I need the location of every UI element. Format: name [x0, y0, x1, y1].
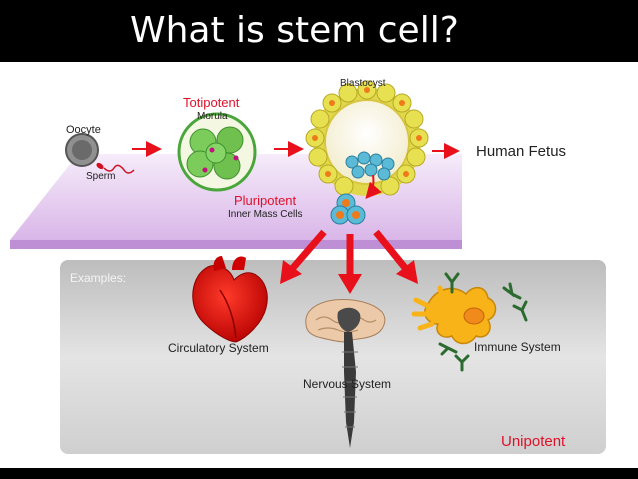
inner-mass-cells [330, 193, 366, 225]
morula-cell [177, 112, 257, 192]
arrow-blastocyst-to-inner-mass [365, 174, 382, 200]
totipotent-label: Totipotent [183, 95, 240, 110]
blastocyst-label: Blastocyst [340, 78, 386, 89]
examples-label: Examples: [70, 271, 126, 285]
sperm-cell [96, 162, 135, 174]
oocyte-cell [65, 133, 99, 167]
antibody-icons [438, 272, 528, 372]
title-bar: What is stem cell? [0, 0, 638, 62]
arrow-to-immune [373, 229, 418, 284]
stem-cell-diagram: Oocyte Sperm Totipotent Morula Blastocys… [10, 78, 606, 454]
slide-bottom-bar [0, 468, 638, 479]
circulatory-system-label: Circulatory System [168, 341, 269, 355]
pluripotent-label: Pluripotent [234, 193, 297, 208]
sperm-label: Sperm [86, 171, 115, 182]
nervous-system-label: Nervous System [303, 377, 391, 391]
oocyte-label: Oocyte [66, 124, 101, 136]
blastocyst-cell [305, 80, 429, 196]
immune-cell [411, 285, 497, 345]
brain-spine-organ [305, 299, 386, 448]
examples-panel [60, 260, 606, 454]
human-fetus-label: Human Fetus [476, 143, 566, 160]
morula-label: Morula [197, 111, 228, 122]
unipotent-label: Unipotent [501, 433, 566, 450]
inner-mass-cells-label: Inner Mass Cells [228, 209, 302, 220]
slide-title: What is stem cell? [130, 10, 459, 51]
immune-system-label: Immune System [474, 340, 561, 354]
arrow-to-circulatory [280, 229, 327, 284]
heart-organ [192, 256, 268, 343]
arrow-to-nervous [338, 234, 362, 294]
